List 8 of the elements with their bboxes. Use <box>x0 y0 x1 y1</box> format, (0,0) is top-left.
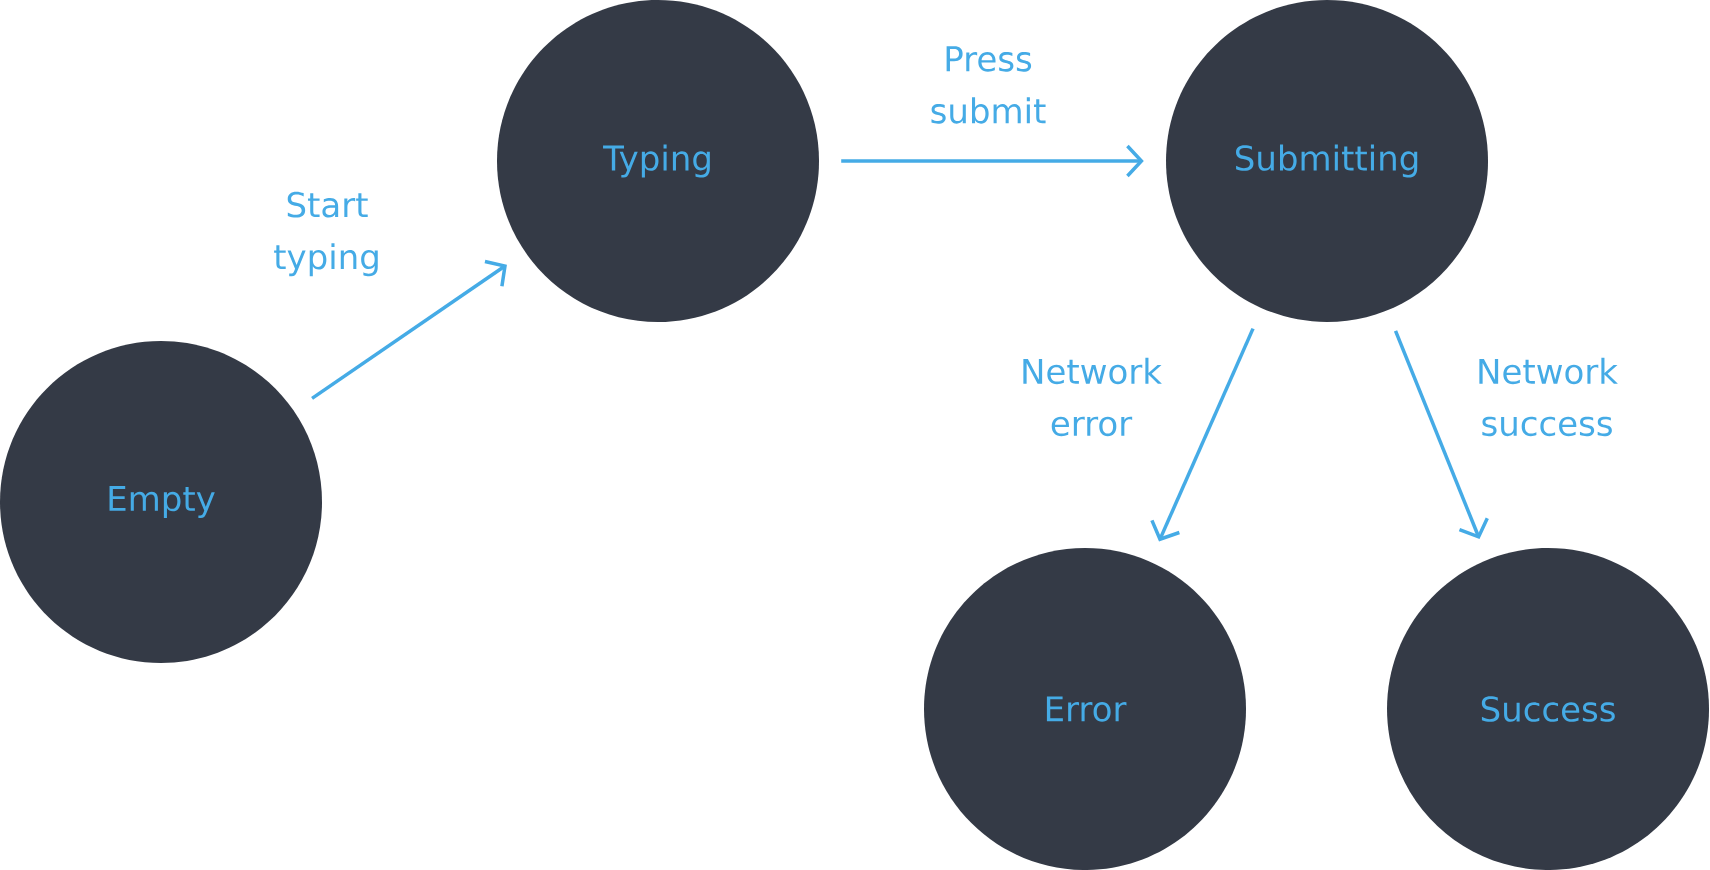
arrow <box>1393 330 1489 540</box>
arrow <box>311 259 507 400</box>
edge-label: Network error <box>1023 357 1162 437</box>
edge-label: Start typing <box>274 191 378 277</box>
arrow <box>841 144 1144 178</box>
edge-label: Network success <box>1479 357 1618 437</box>
arrow <box>1150 327 1255 542</box>
edge-label: Press submit <box>931 46 1046 124</box>
